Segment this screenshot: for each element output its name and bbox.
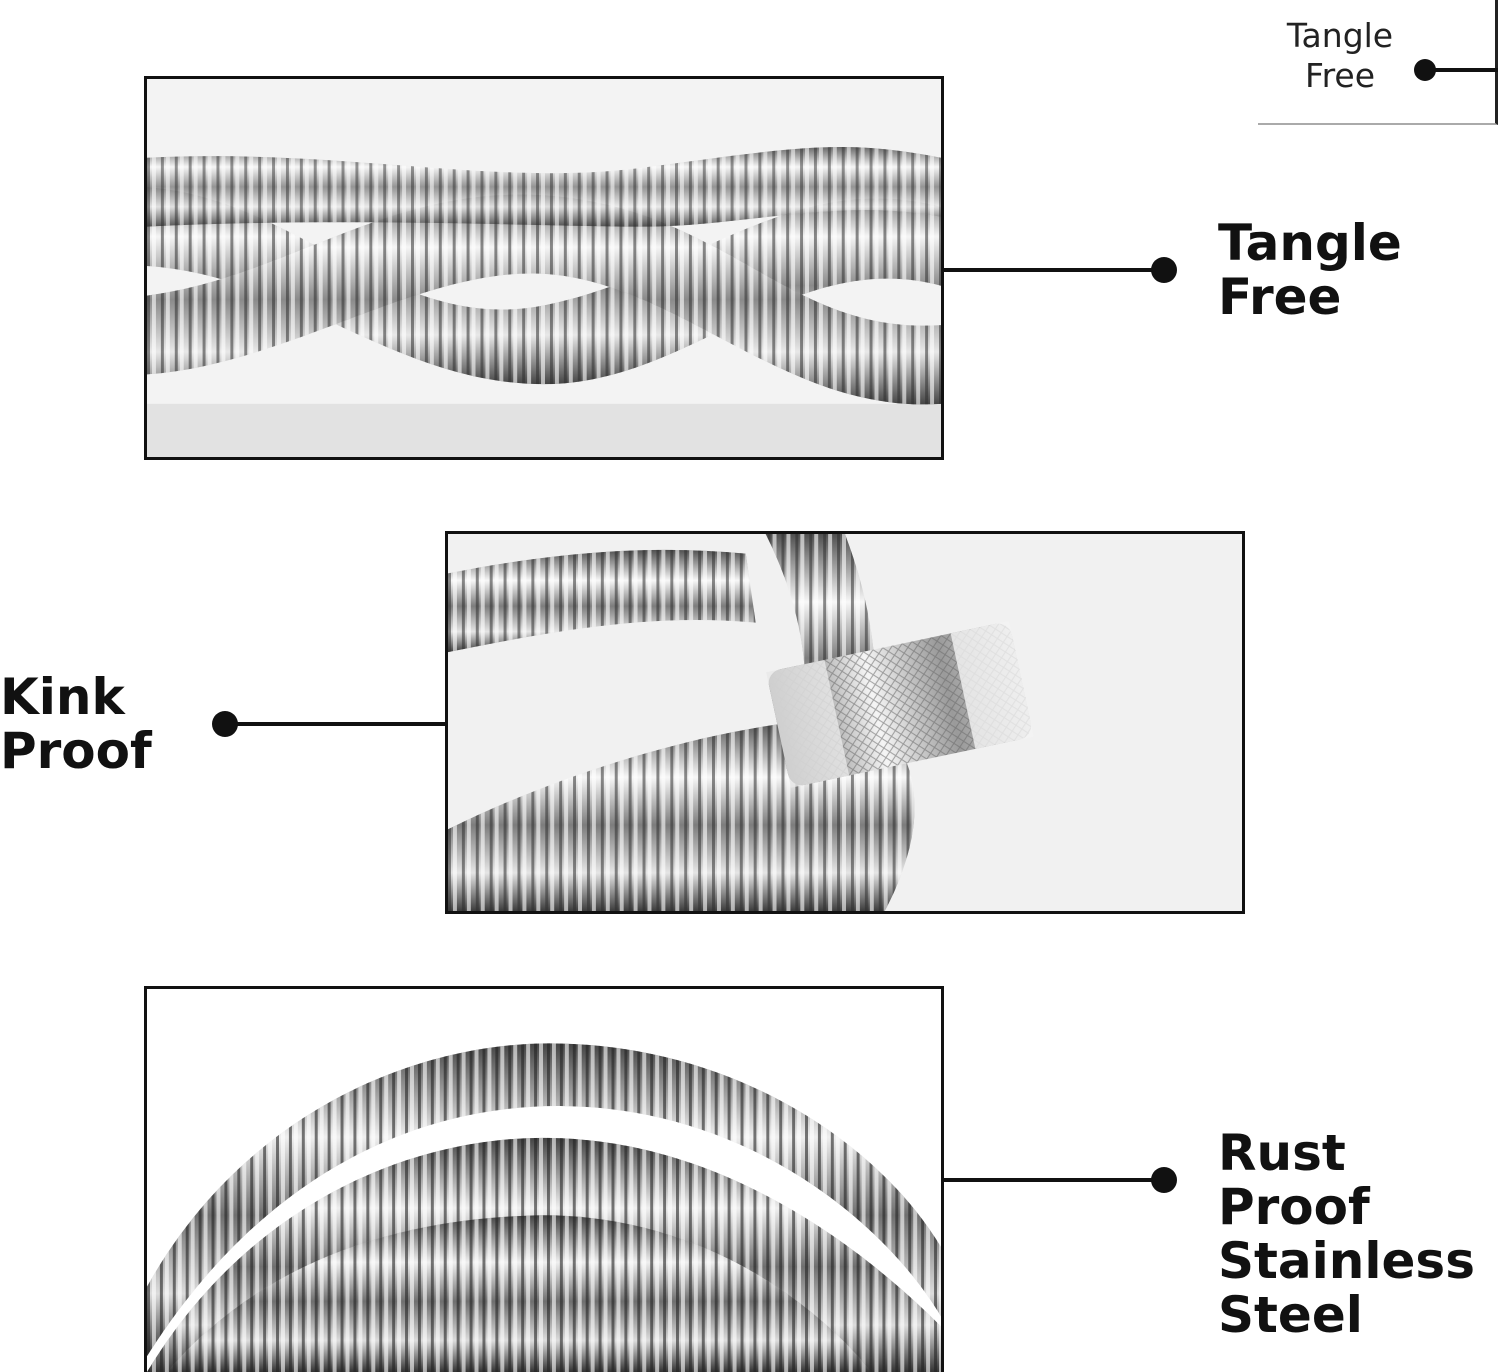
- kink-proof-dot: [212, 711, 238, 737]
- tangle-free-dot: [1151, 257, 1177, 283]
- corner-badge-dot: [1414, 59, 1436, 81]
- tangle-free-label: Tangle Free: [1218, 216, 1402, 324]
- coiled-hose-photo: [147, 989, 941, 1372]
- kink-proof-label: Kink Proof: [0, 670, 152, 778]
- kink-proof-line-1: Kink: [0, 668, 125, 726]
- kink-proof-line-2: Proof: [0, 722, 152, 780]
- braided-hose-photo: [147, 79, 941, 457]
- rust-proof-dot: [1151, 1167, 1177, 1193]
- rust-proof-line-4: Steel: [1218, 1286, 1363, 1344]
- rust-proof-line-3: Stainless: [1218, 1232, 1475, 1290]
- rust-proof-line-1: Rust: [1218, 1124, 1346, 1182]
- corner-badge-line-1: Tangle: [1286, 16, 1394, 55]
- corner-badge-connector: [1428, 68, 1498, 72]
- kink-proof-connector: [226, 722, 445, 726]
- bent-hose-photo-frame: [445, 531, 1245, 914]
- rust-proof-line-2: Proof: [1218, 1178, 1370, 1236]
- bent-hose-photo: [448, 534, 1242, 911]
- corner-badge-line-2: Free: [1304, 56, 1376, 95]
- rust-proof-label: Rust Proof Stainless Steel: [1218, 1126, 1475, 1342]
- corner-badge-box: [1258, 0, 1498, 125]
- braided-hose-photo-frame: [144, 76, 944, 460]
- tangle-free-line-1: Tangle: [1218, 214, 1402, 272]
- tangle-free-connector: [944, 268, 1166, 272]
- corner-badge-label: Tangle Free: [1276, 16, 1404, 96]
- tangle-free-line-2: Free: [1218, 268, 1342, 326]
- coiled-hose-photo-frame: [144, 986, 944, 1372]
- rust-proof-connector: [944, 1178, 1166, 1182]
